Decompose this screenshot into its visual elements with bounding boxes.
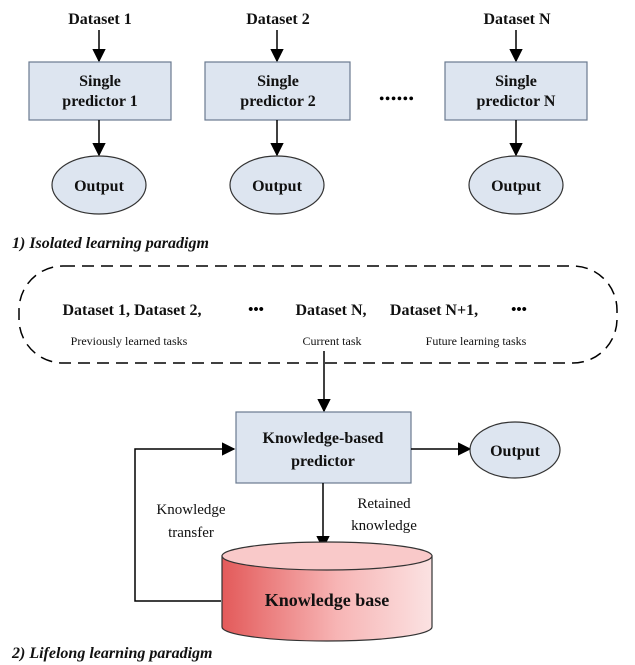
single-predictor-1-box [28,61,172,121]
knowledge-transfer-line1: Knowledge [156,502,225,518]
dataset-1-label: Dataset 1 [68,11,132,28]
output-1-label: Output [74,178,124,195]
retained-knowledge-line2: knowledge [351,518,417,534]
future-dataset-label: Dataset N+1, [390,302,478,319]
output-n-ellipse [468,155,564,215]
single-predictor-n-line1: Single [495,73,537,90]
output-n-label: Output [491,178,541,195]
current-dataset-label: Dataset N, [295,302,366,319]
knowledge-based-predictor-box [235,411,412,484]
previous-datasets-label: Dataset 1, Dataset 2, [62,302,201,319]
single-predictor-n-line2: predictor N [477,93,556,110]
output-2-label: Output [252,178,302,195]
knowledge-base-label: Knowledge base [265,590,390,610]
single-predictor-2-line2: predictor 2 [240,93,315,110]
knowledge-based-predictor-line1: Knowledge-based [263,430,384,447]
task-stream-dashed-box [18,265,618,364]
lifelong-caption: 2) Lifelong learning paradigm [11,645,212,662]
current-task-caption: Current task [303,334,362,348]
knowledge-transfer-loop [134,442,236,602]
dataset-2-label: Dataset 2 [246,11,310,28]
isolated-caption: 1) Isolated learning paradigm [12,235,209,252]
single-predictor-1-line2: predictor 1 [62,93,137,110]
knowledge-base-cylinder [221,541,433,642]
single-predictor-n-box [444,61,588,121]
dataset-n-label: Dataset N [483,11,551,28]
retained-knowledge-line1: Retained [357,496,411,512]
previous-tasks-caption: Previously learned tasks [71,334,188,348]
lifelong-ellipsis-2: ••• [511,302,527,318]
lifelong-output-label: Output [490,443,540,460]
output-1-ellipse [51,155,147,215]
lifelong-output-ellipse [469,421,561,479]
knowledge-based-predictor-line2: predictor [291,453,355,470]
future-tasks-caption: Future learning tasks [426,334,527,348]
lifelong-paradigm: Dataset 1, Dataset 2, ••• Dataset N, Dat… [11,265,618,662]
lifelong-ellipsis-1: ••• [248,302,264,318]
single-predictor-2-line1: Single [257,73,299,90]
knowledge-transfer-line2: transfer [168,525,214,541]
output-2-ellipse [229,155,325,215]
single-predictor-1-line1: Single [79,73,121,90]
isolated-ellipsis: •••••• [379,92,414,107]
isolated-paradigm: Dataset 1 Single predictor 1 Output Data… [12,11,588,252]
single-predictor-2-box [204,61,351,121]
